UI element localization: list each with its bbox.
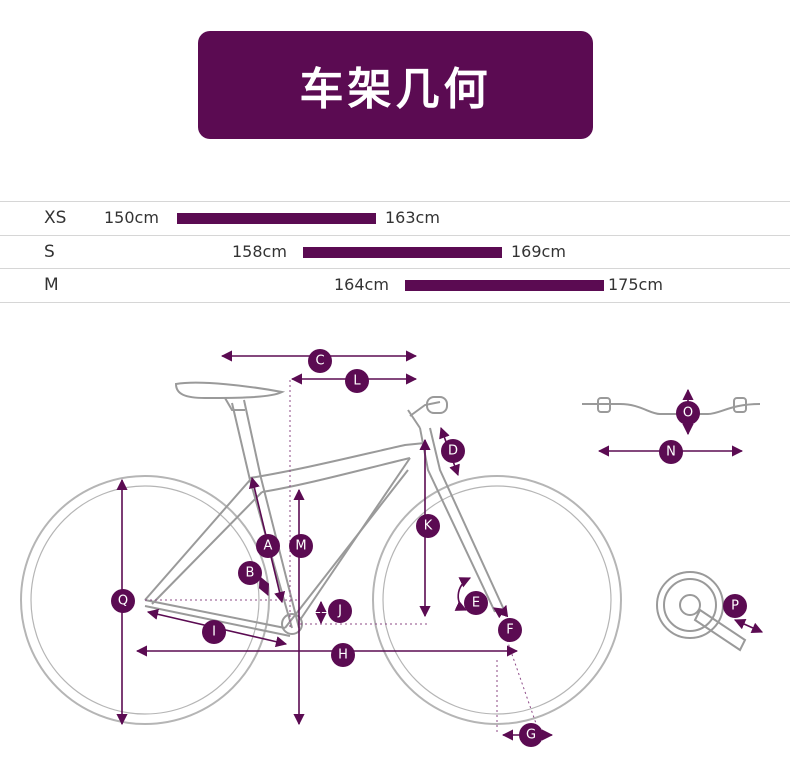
range-max: 175cm [608, 275, 663, 294]
range-min: 150cm [104, 208, 159, 227]
svg-text:A: A [264, 539, 273, 554]
svg-text:F: F [506, 623, 513, 638]
range-bar [177, 213, 376, 224]
svg-text:G: G [526, 728, 536, 743]
label-j: J [328, 599, 352, 623]
range-bar [405, 280, 604, 291]
range-min: 164cm [334, 275, 389, 294]
svg-text:J: J [337, 604, 342, 619]
svg-text:L: L [353, 374, 361, 389]
dimension-labels: A B C D E F G H I J K L M N O P Q [111, 349, 747, 747]
label-n: N [659, 440, 683, 464]
label-c: C [308, 349, 332, 373]
svg-text:N: N [666, 445, 676, 460]
page-title: 车架几何 [299, 64, 492, 115]
range-max: 169cm [511, 242, 566, 261]
svg-text:I: I [212, 625, 216, 640]
stem [407, 396, 448, 429]
front-wheel [372, 475, 622, 725]
svg-text:H: H [338, 648, 348, 663]
svg-text:E: E [472, 596, 480, 611]
range-min: 158cm [232, 242, 287, 261]
geometry-diagram: A B C D E F G H I J K L M N O P Q [20, 349, 764, 747]
size-row-m: M 164cm 175cm [0, 268, 790, 303]
svg-text:B: B [246, 566, 255, 581]
svg-text:M: M [295, 539, 306, 554]
size-row-s: S 158cm 169cm [0, 235, 790, 269]
bike-frame [144, 399, 506, 637]
label-q: Q [111, 589, 135, 613]
label-o: O [676, 401, 700, 425]
handlebar-top-view [582, 397, 761, 415]
label-m: M [289, 534, 313, 558]
svg-text:K: K [424, 519, 433, 534]
svg-text:Q: Q [118, 594, 128, 609]
size-label: M [44, 275, 59, 295]
label-k: K [416, 514, 440, 538]
size-label: S [44, 242, 55, 262]
svg-text:P: P [731, 599, 739, 614]
label-d: D [441, 439, 465, 463]
svg-text:C: C [315, 354, 324, 369]
title-banner: 车架几何 [198, 31, 593, 139]
label-a: A [256, 534, 280, 558]
label-f: F [498, 618, 522, 642]
label-g: G [519, 723, 543, 747]
range-max: 163cm [385, 208, 440, 227]
size-label: XS [44, 208, 67, 228]
label-i: I [202, 620, 226, 644]
range-bar [303, 247, 502, 258]
label-h: H [331, 643, 355, 667]
svg-text:O: O [683, 406, 693, 421]
label-l: L [345, 369, 369, 393]
chainring [656, 571, 747, 652]
svg-text:D: D [448, 444, 458, 459]
size-row-xs: XS 150cm 163cm [0, 201, 790, 235]
label-b: B [238, 561, 262, 585]
label-p: P [723, 594, 747, 618]
saddle [174, 381, 286, 411]
label-e: E [464, 591, 488, 615]
size-range-table: XS 150cm 163cm S 158cm 169cm M 164cm 175… [0, 201, 790, 303]
